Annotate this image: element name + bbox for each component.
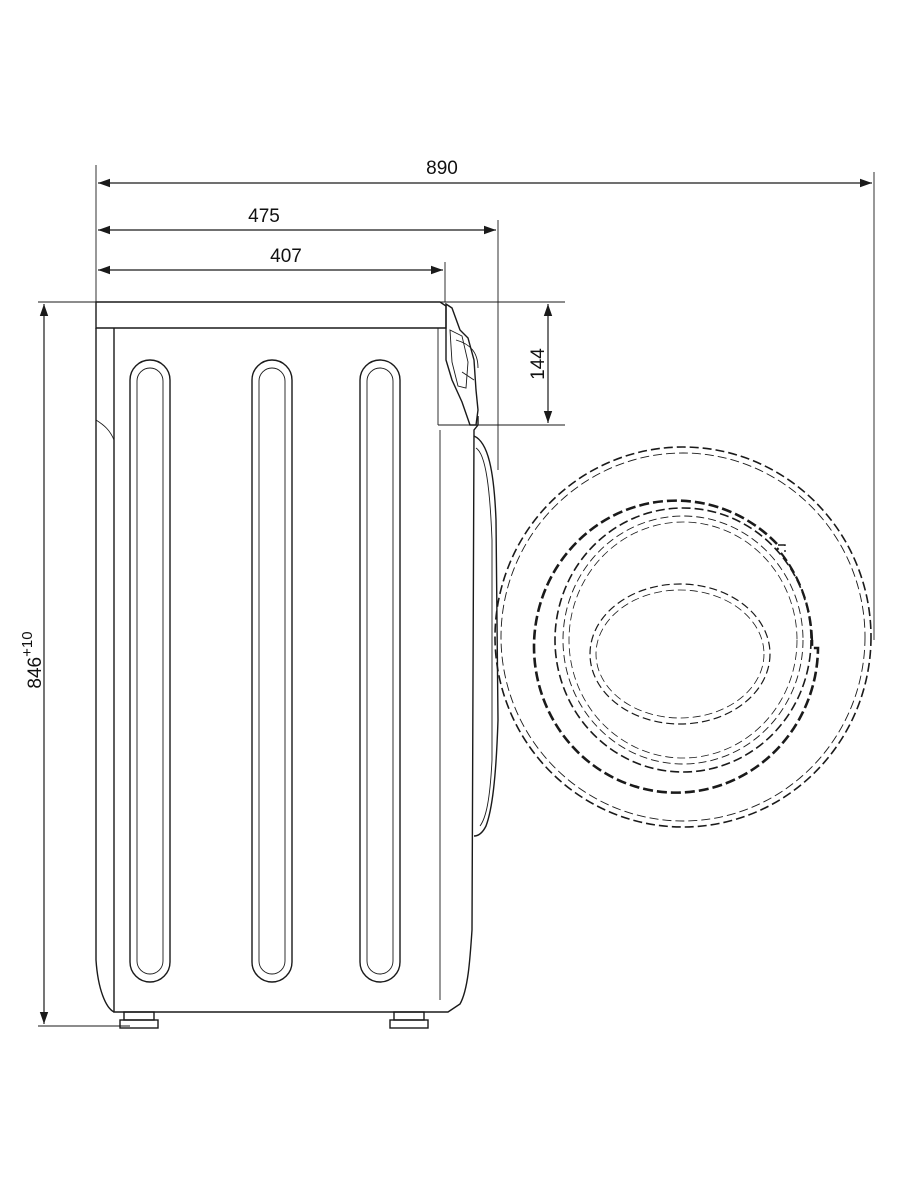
door-middle-ring <box>532 499 820 794</box>
dimension-475: 475 <box>98 206 496 235</box>
worktop <box>95 301 447 329</box>
door-profile-outer <box>473 435 499 837</box>
front-foot-base <box>119 1019 159 1029</box>
door-profile <box>473 435 499 837</box>
side-rib-2-outer <box>251 359 293 983</box>
knob-edge <box>455 339 479 369</box>
dimension-label-846: 846+10 <box>19 631 46 688</box>
rear-bulge <box>95 419 115 441</box>
door-outer-ring-inner <box>500 452 866 822</box>
door-inner-ring-3 <box>568 521 798 759</box>
side-rib-3-inner <box>366 367 394 975</box>
side-rib-1-inner <box>136 367 164 975</box>
dimension-890: 890 <box>98 158 872 188</box>
machine-body <box>95 301 479 1029</box>
side-rib-3-outer <box>359 359 401 983</box>
door-open-swing <box>494 446 872 828</box>
control-panel <box>445 302 479 426</box>
dimension-label-407: 407 <box>270 246 302 267</box>
door-hinge-notch <box>778 544 786 552</box>
dimension-label-144: 144 <box>528 348 549 380</box>
dimension-144: 144 <box>528 304 553 423</box>
control-panel-profile <box>445 302 479 426</box>
height-tolerance: +10 <box>19 631 36 656</box>
side-rib-1-outer <box>129 359 171 983</box>
dimension-846: 846+10 <box>19 304 49 1024</box>
rear-foot-base <box>389 1019 429 1029</box>
dimension-label-475: 475 <box>248 206 280 227</box>
door-inner-ring <box>554 507 812 773</box>
control-knob <box>449 329 469 389</box>
cabinet-front-outline <box>95 328 115 1013</box>
rear-foot <box>389 1011 429 1029</box>
panel-detail-line <box>461 371 475 381</box>
dimension-407: 407 <box>98 246 443 275</box>
height-value: 846 <box>25 657 46 689</box>
door-profile-inner <box>475 447 493 827</box>
front-foot-top <box>123 1011 155 1021</box>
door-inner-ring-2 <box>562 515 804 765</box>
cabinet-side-outline <box>113 328 479 1013</box>
dimension-label-890: 890 <box>426 158 458 179</box>
front-foot <box>119 1011 159 1029</box>
door-glass-outer <box>589 583 771 725</box>
side-rib-2-inner <box>258 367 286 975</box>
rear-foot-top <box>393 1011 425 1021</box>
door-middle-ring-segment <box>776 547 814 641</box>
door-glass-inner <box>595 589 765 719</box>
door-outer-ring <box>494 446 872 828</box>
